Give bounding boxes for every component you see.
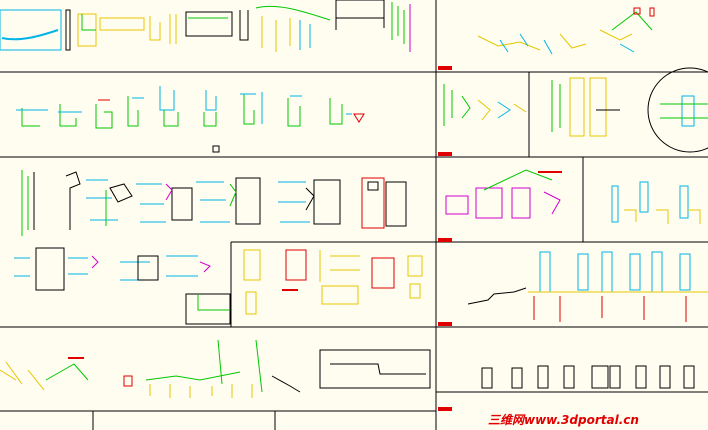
detail-row-4 bbox=[14, 247, 231, 325]
detail-row-3 bbox=[21, 170, 407, 236]
watermark: 三维网www.3dportal.cn bbox=[488, 413, 639, 427]
detail-right-row-5 bbox=[481, 365, 695, 389]
detail-row-1 bbox=[0, 0, 411, 52]
detail-right-row-2 bbox=[443, 67, 708, 153]
detail-row-5 bbox=[0, 339, 431, 398]
detail-right-row-3 bbox=[445, 169, 701, 224]
sheet-tags bbox=[438, 66, 452, 411]
detail-row-2 bbox=[16, 86, 365, 153]
detail-row-4-panel bbox=[243, 249, 423, 315]
detail-right-top bbox=[477, 7, 655, 55]
detail-right-row-4 bbox=[467, 251, 708, 322]
